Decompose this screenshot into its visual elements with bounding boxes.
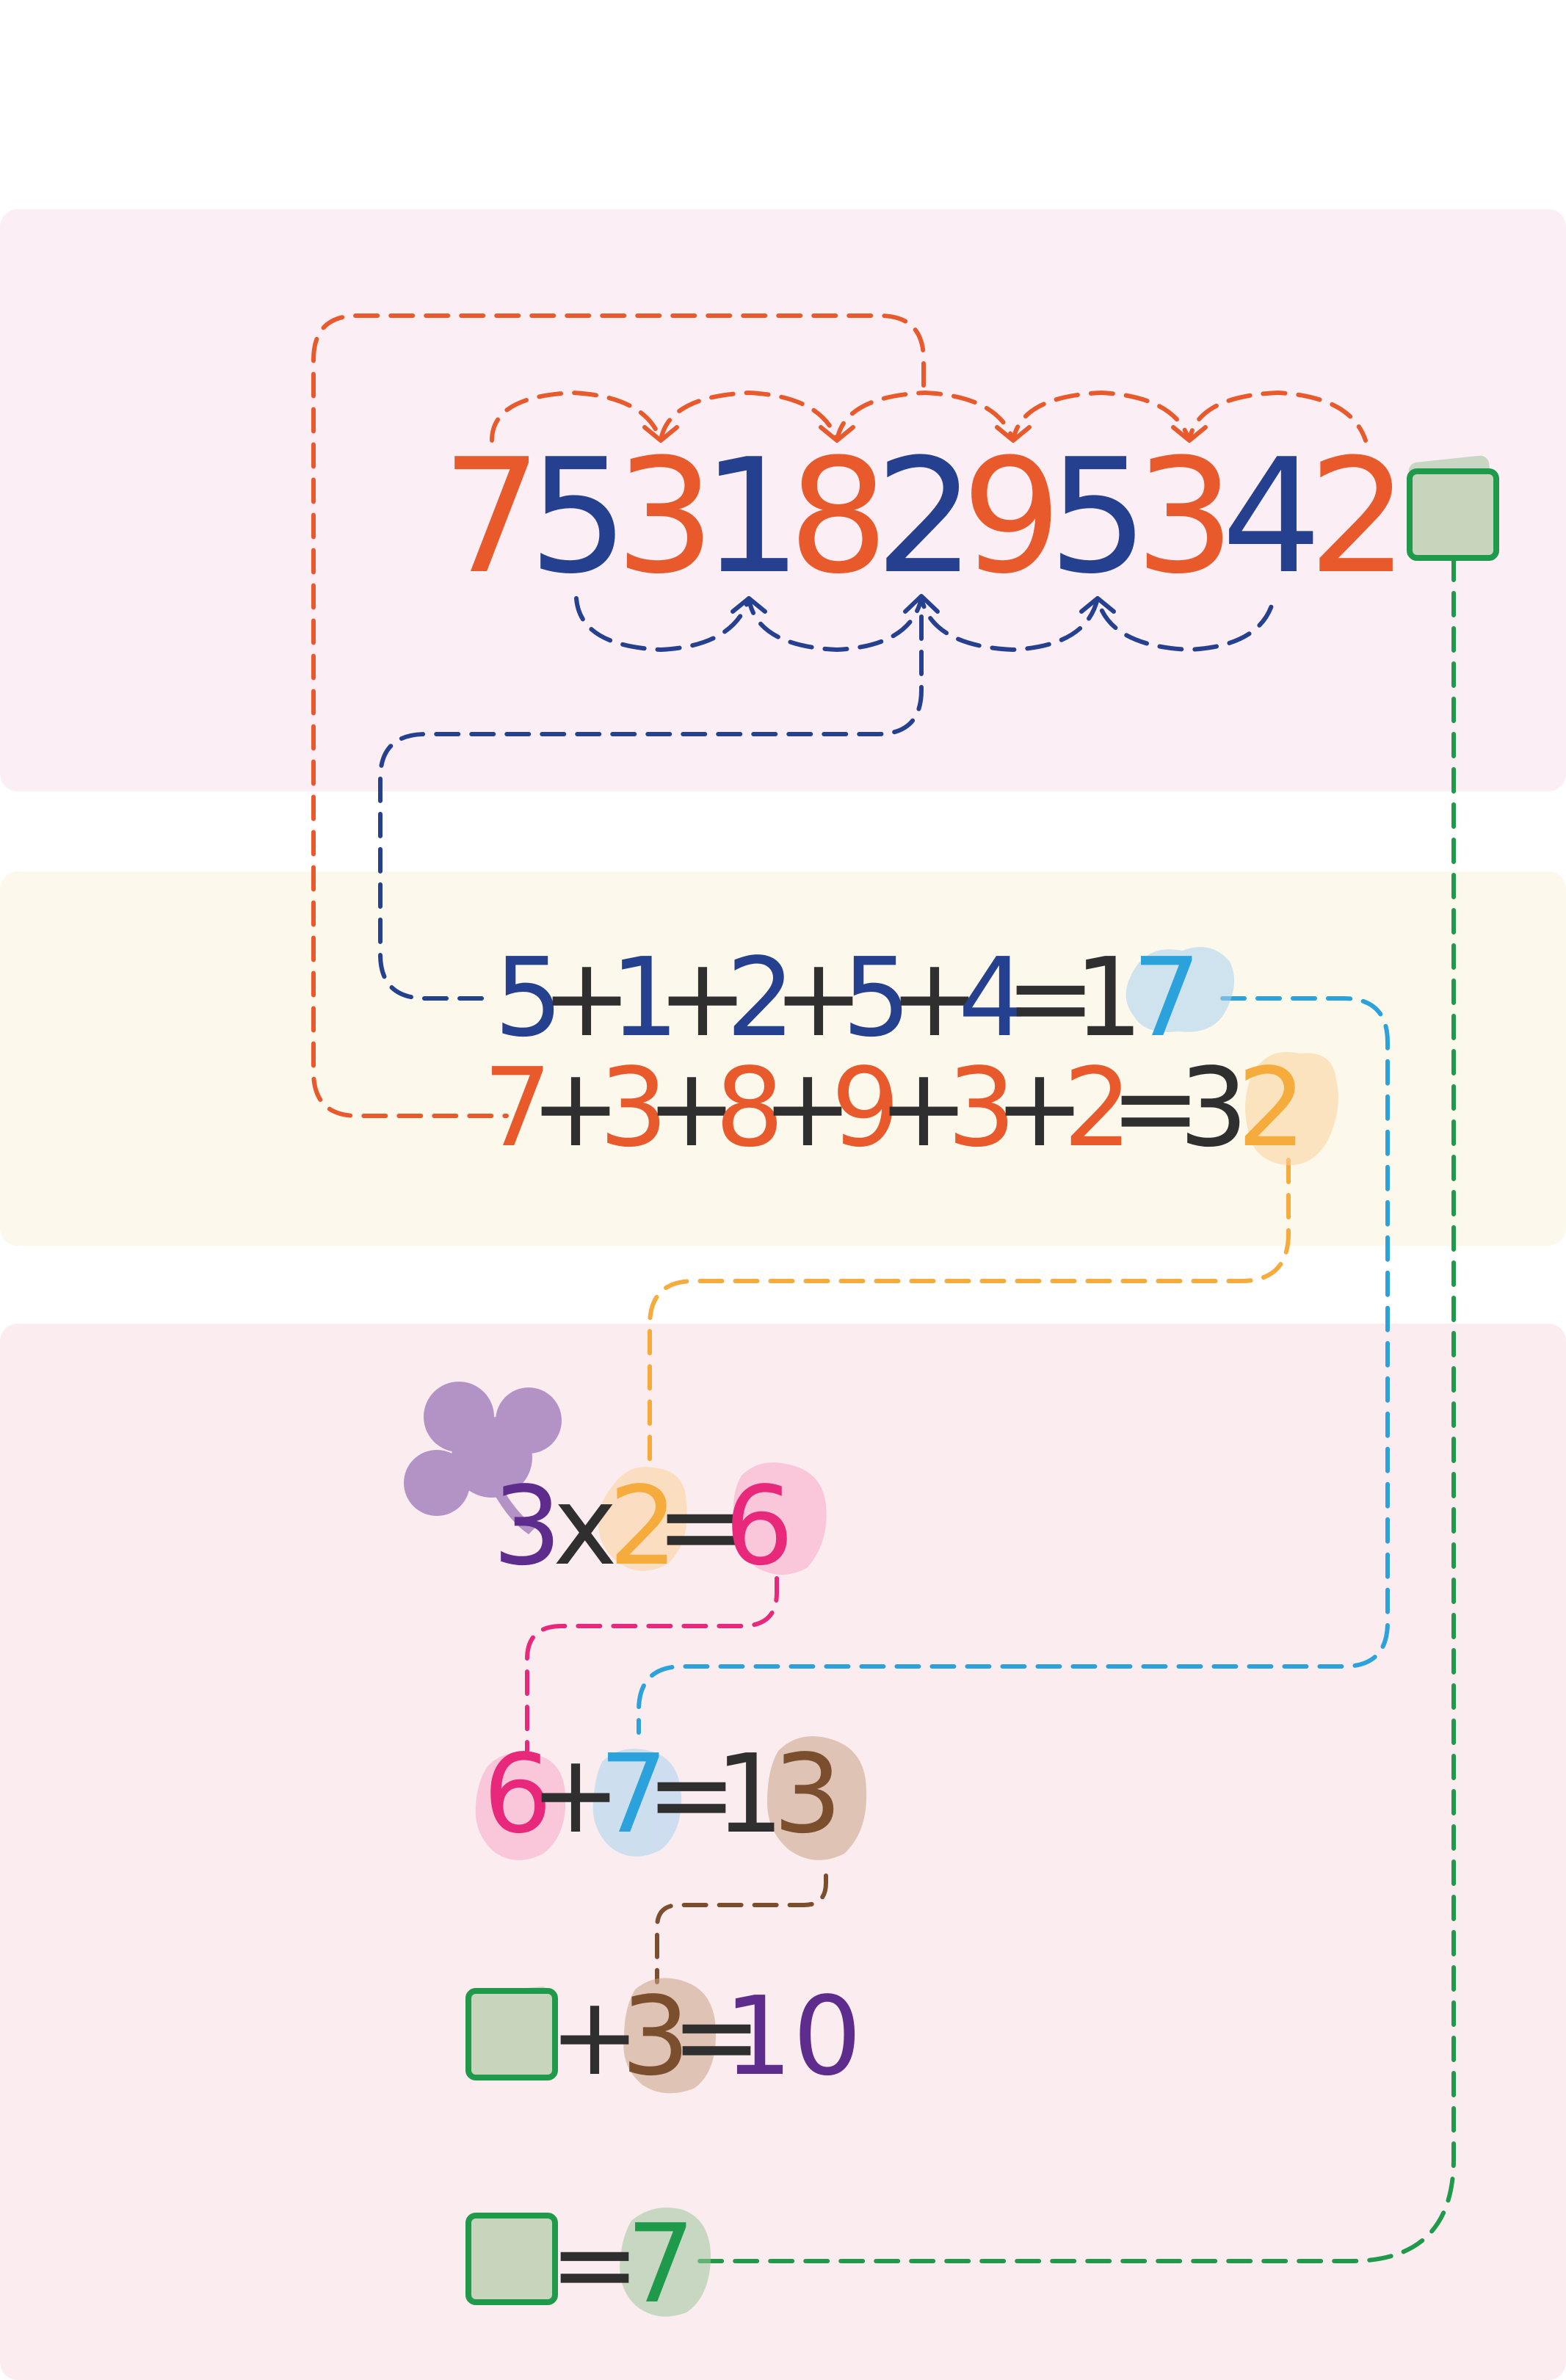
odd_sum-term-1: 7 <box>483 1045 552 1171</box>
arrowhead-odd-1 <box>642 425 679 443</box>
complete-equation-square <box>465 1987 558 2080</box>
green-square-icon <box>1407 468 1499 561</box>
arrowhead-even-2 <box>903 594 940 614</box>
multiply-equation: 3x2=6 <box>493 1463 794 1589</box>
even_sum-term-10: = <box>1005 935 1096 1061</box>
even-sum-equation: 5+1+2+5+4=17 <box>494 935 1201 1061</box>
connector-even <box>378 614 924 1001</box>
digit-6: 2 <box>875 424 976 609</box>
odd-sum-equation: 7+3+8+9+3+2=32 <box>483 1045 1306 1171</box>
even_sum-term-2: + <box>541 935 632 1061</box>
even_sum-term-9: 4 <box>958 935 1027 1061</box>
connector-brown <box>655 1873 828 1984</box>
add-term-3: 7 <box>599 1731 668 1857</box>
add-term-4: = <box>646 1731 737 1857</box>
arrowhead-even-1 <box>731 596 767 614</box>
add-term-1: 6 <box>483 1731 552 1857</box>
odd_sum-term-7: 9 <box>831 1045 900 1171</box>
connector-amber <box>648 1158 1291 1470</box>
odd_sum-term-3: 3 <box>599 1045 668 1171</box>
add-term-5: 1 <box>715 1731 784 1857</box>
digit-2: 5 <box>529 424 629 609</box>
green-square-icon <box>465 2213 558 2305</box>
highlight-pink-6 <box>733 1462 827 1575</box>
multiply-term-4: = <box>656 1463 747 1589</box>
highlight-brown-3 <box>623 1978 716 2094</box>
digit-4: 1 <box>702 424 802 609</box>
complete-term-3: = <box>671 1973 762 2100</box>
even_sum-term-8: + <box>889 935 980 1061</box>
shamrock-icon <box>404 1382 562 1534</box>
highlight-sky-17 <box>1125 947 1235 1032</box>
arrowhead-odd-4 <box>1171 425 1208 443</box>
arrowhead-odd-2 <box>819 425 855 443</box>
check-digit-box <box>1407 455 1499 561</box>
odd_sum-term-6: + <box>762 1045 853 1171</box>
odd_sum-term-10: + <box>994 1045 1085 1171</box>
odd_sum-term-11: 2 <box>1063 1045 1132 1171</box>
green-square-icon <box>465 1988 558 2080</box>
even_sum-term-1: 5 <box>494 935 563 1061</box>
odd_sum-term-13: 3 <box>1179 1045 1248 1171</box>
digit-8: 5 <box>1048 424 1149 609</box>
highlight-pink-6b <box>475 1752 566 1860</box>
odd_sum-term-8: + <box>878 1045 969 1171</box>
even_sum-term-12: 7 <box>1132 935 1201 1061</box>
odd_sum-term-5: 8 <box>715 1045 784 1171</box>
even_sum-term-3: 1 <box>610 935 679 1061</box>
digit-7: 9 <box>962 424 1062 609</box>
even_sum-term-11: 1 <box>1074 935 1143 1061</box>
complete-equation: +3=10 <box>549 1973 862 2100</box>
result-term-2: 7 <box>626 2201 695 2327</box>
multiply-term-3: 2 <box>609 1463 678 1589</box>
multiply-term-1: 3 <box>493 1463 562 1589</box>
odd_sum-term-2: + <box>530 1045 621 1171</box>
highlight-amber-32 <box>1245 1052 1338 1166</box>
complete-term-2: 3 <box>621 1973 690 2100</box>
highlight-amber-2 <box>598 1467 687 1571</box>
panel-steps <box>0 1324 1566 2380</box>
odd_sum-term-9: 3 <box>947 1045 1016 1171</box>
add-equation: 6+7=13 <box>483 1731 842 1857</box>
connector-odd <box>311 313 926 1118</box>
digit-1: 7 <box>442 424 543 609</box>
highlight-brown-13 <box>767 1736 867 1860</box>
highlight-sky-7 <box>592 1749 682 1857</box>
even_sum-term-4: + <box>657 935 748 1061</box>
highlight-green-7 <box>620 2207 711 2317</box>
odd_sum-term-14: 2 <box>1237 1045 1306 1171</box>
even_sum-term-6: + <box>773 935 864 1061</box>
arches-odd <box>490 390 1368 443</box>
digit-3: 3 <box>615 424 716 609</box>
result-term-1: = <box>549 2201 640 2327</box>
odd_sum-term-12: = <box>1110 1045 1201 1171</box>
complete-term-1: + <box>549 1973 640 2100</box>
result-equation-square <box>465 2213 558 2305</box>
digit-5: 8 <box>789 424 889 609</box>
panel-number <box>0 209 1566 791</box>
result-equation: =7 <box>549 2201 695 2327</box>
connector-pink <box>525 1576 779 1753</box>
complete-term-4: 10 <box>724 1973 862 2100</box>
add-term-6: 3 <box>773 1731 842 1857</box>
digit-11: 2 <box>1308 424 1409 609</box>
digit-9: 3 <box>1135 424 1236 609</box>
multiply-term-5: 6 <box>725 1463 794 1589</box>
arrowhead-even-3 <box>1079 596 1116 614</box>
arrowhead-odd-3 <box>995 425 1032 443</box>
multiply-term-2: x <box>553 1463 617 1589</box>
digit-10: 4 <box>1222 424 1322 609</box>
add-term-2: + <box>530 1731 621 1857</box>
connector-sky <box>637 996 1390 1735</box>
odd_sum-term-4: + <box>646 1045 737 1171</box>
even_sum-term-7: 5 <box>842 935 911 1061</box>
even_sum-term-5: 2 <box>726 935 795 1061</box>
